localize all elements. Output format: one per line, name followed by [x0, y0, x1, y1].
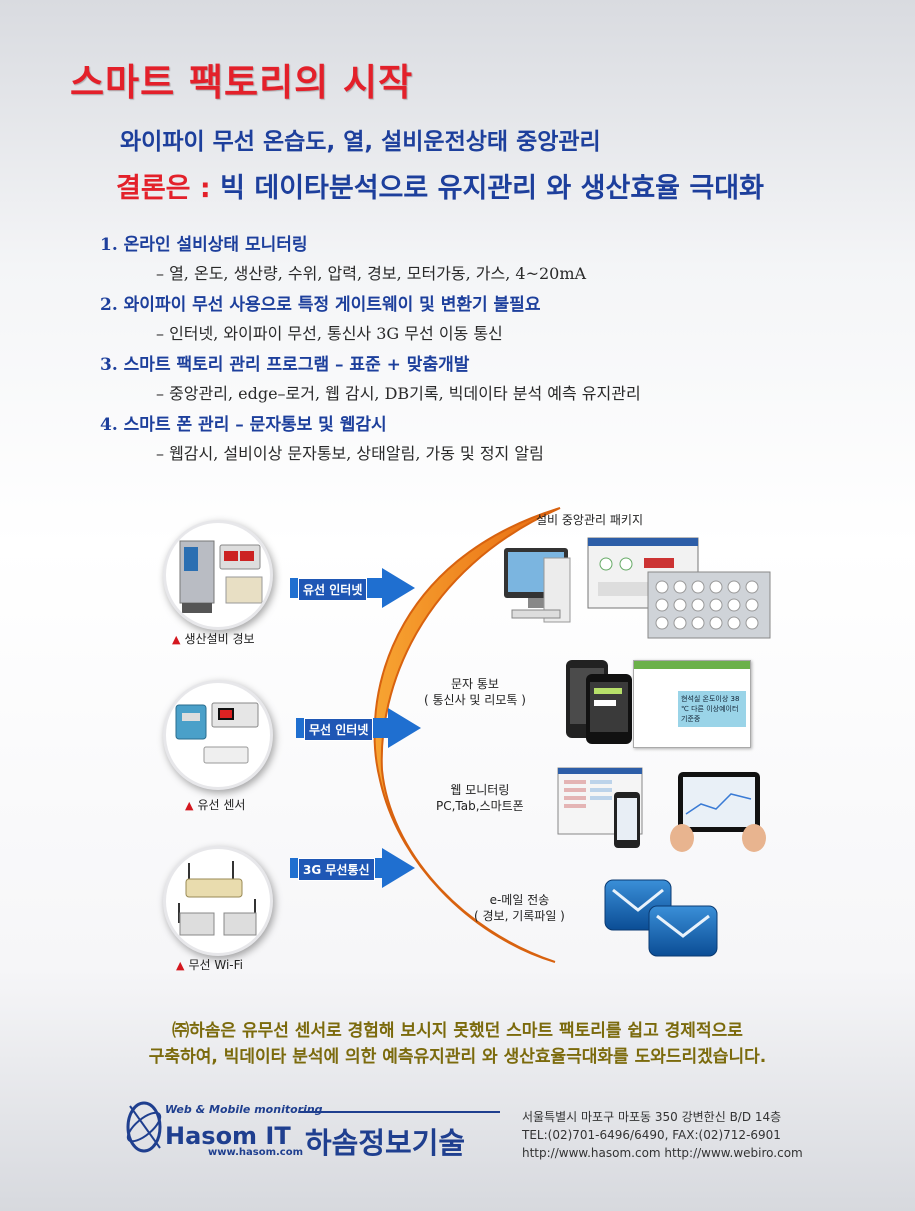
arrow-wireless-internet: 무선 인터넷	[296, 708, 421, 748]
feature-heading-2: 2. 와이파이 무선 사용으로 특정 게이트웨이 및 변환기 불필요	[100, 295, 541, 315]
phone-fax: TEL:(02)701-6496/6490, FAX:(02)712-6901	[522, 1128, 781, 1142]
sms-screen: 현석실 온도이상 38 ℃ 다른 이상예이터 기준중	[633, 660, 751, 748]
logo-korean-name: 하솜정보기술	[305, 1126, 466, 1160]
logo-divider	[300, 1111, 500, 1113]
sms-subtitle: ( 통신사 및 리모톡 )	[424, 693, 526, 707]
arrow-label-3g: 3G 무선통신	[298, 858, 375, 881]
conclusion-label: 결론은 :	[116, 173, 211, 204]
email-label: e-메일 전송 ( 경보, 기록파일 )	[474, 892, 565, 924]
arrow-label-wired: 유선 인터넷	[298, 578, 368, 601]
source-label-production: ▲생산설비 경보	[172, 632, 255, 646]
feature-list: 1. 온라인 설비상태 모니터링 – 열, 온도, 생산량, 수위, 압력, 경…	[100, 230, 641, 470]
address: 서울특별시 마포구 마포동 350 강변한신 B/D 14층	[522, 1110, 782, 1124]
feature-detail-3: – 중앙관리, edge–로거, 웹 감시, DB기록, 빅데이타 분석 예측 …	[156, 384, 641, 403]
arrow-wired-internet: 유선 인터넷	[290, 568, 415, 608]
logo-tagline: Web & Mobile monitoring	[165, 1103, 323, 1116]
sms-phones-image	[566, 660, 632, 744]
contact-info: 서울특별시 마포구 마포동 350 강변한신 B/D 14층 TEL:(02)7…	[522, 1108, 803, 1162]
feature-detail-4: – 웹감시, 설비이상 문자통보, 상태알림, 가동 및 정지 알림	[156, 444, 544, 463]
page-title: 스마트 팩토리의 시작	[70, 61, 414, 104]
web-monitoring-image	[557, 767, 766, 852]
source-label-wired: ▲유선 센서	[185, 798, 246, 812]
wireless-wifi-image	[163, 846, 273, 956]
email-subtitle: ( 경보, 기록파일 )	[474, 909, 565, 923]
sms-label: 문자 통보 ( 통신사 및 리모톡 )	[424, 676, 526, 708]
web-monitoring-title: 웹 모니터링	[450, 783, 510, 797]
connection-arc	[373, 507, 561, 963]
alert-triangle-icon: ▲	[172, 633, 181, 646]
arrow-label-wireless: 무선 인터넷	[304, 718, 374, 741]
central-package-image	[504, 537, 771, 639]
central-package-label: 설비 중앙관리 패키지	[536, 513, 643, 527]
logo-url: www.hasom.com	[208, 1147, 303, 1158]
production-equipment-image	[163, 520, 273, 630]
arrow-3g: 3G 무선통신	[290, 848, 415, 888]
source-label-wireless: ▲무선 Wi-Fi	[176, 958, 243, 972]
conclusion-text: 빅 데이타분석으로 유지관리 와 생산효율 극대화	[210, 173, 764, 204]
email-icon	[604, 879, 718, 957]
feature-detail-1: – 열, 온도, 생산량, 수위, 압력, 경보, 모터가동, 가스, 4~20…	[156, 264, 587, 283]
alert-triangle-icon: ▲	[176, 959, 185, 972]
websites: http://www.hasom.com http://www.webiro.c…	[522, 1146, 803, 1160]
conclusion: 결론은 : 빅 데이타분석으로 유지관리 와 생산효율 극대화	[116, 166, 764, 205]
closing-message-line1: ㈜하솜은 유무선 센서로 경험해 보시지 못했던 스마트 팩토리를 쉽고 경제적…	[172, 1021, 743, 1041]
logo-name: Hasom IT	[165, 1122, 291, 1150]
feature-heading-1: 1. 온라인 설비상태 모니터링	[100, 235, 308, 255]
feature-heading-3: 3. 스마트 팩토리 관리 프로그램 – 표준 + 맞춤개발	[100, 355, 470, 375]
wired-sensor-image	[163, 680, 273, 790]
closing-message-line2: 구축하여, 빅데이타 분석에 의한 예측유지관리 와 생산효율극대화를 도와드리…	[148, 1047, 767, 1067]
sms-title: 문자 통보	[450, 677, 499, 691]
email-title: e-메일 전송	[489, 893, 550, 907]
web-monitoring-label: 웹 모니터링 PC,Tab,스마트폰	[436, 782, 524, 814]
subtitle: 와이파이 무선 온습도, 열, 설비운전상태 중앙관리	[120, 129, 601, 155]
alert-triangle-icon: ▲	[185, 799, 194, 812]
company-logo-icon	[126, 1101, 162, 1153]
feature-heading-4: 4. 스마트 폰 관리 – 문자통보 및 웹감시	[100, 415, 387, 435]
sms-screen-text: 현석실 온도이상 38 ℃ 다른 이상예이터 기준중	[678, 691, 746, 727]
feature-detail-2: – 인터넷, 와이파이 무선, 통신사 3G 무선 이동 통신	[156, 324, 503, 343]
web-monitoring-subtitle: PC,Tab,스마트폰	[436, 799, 524, 813]
